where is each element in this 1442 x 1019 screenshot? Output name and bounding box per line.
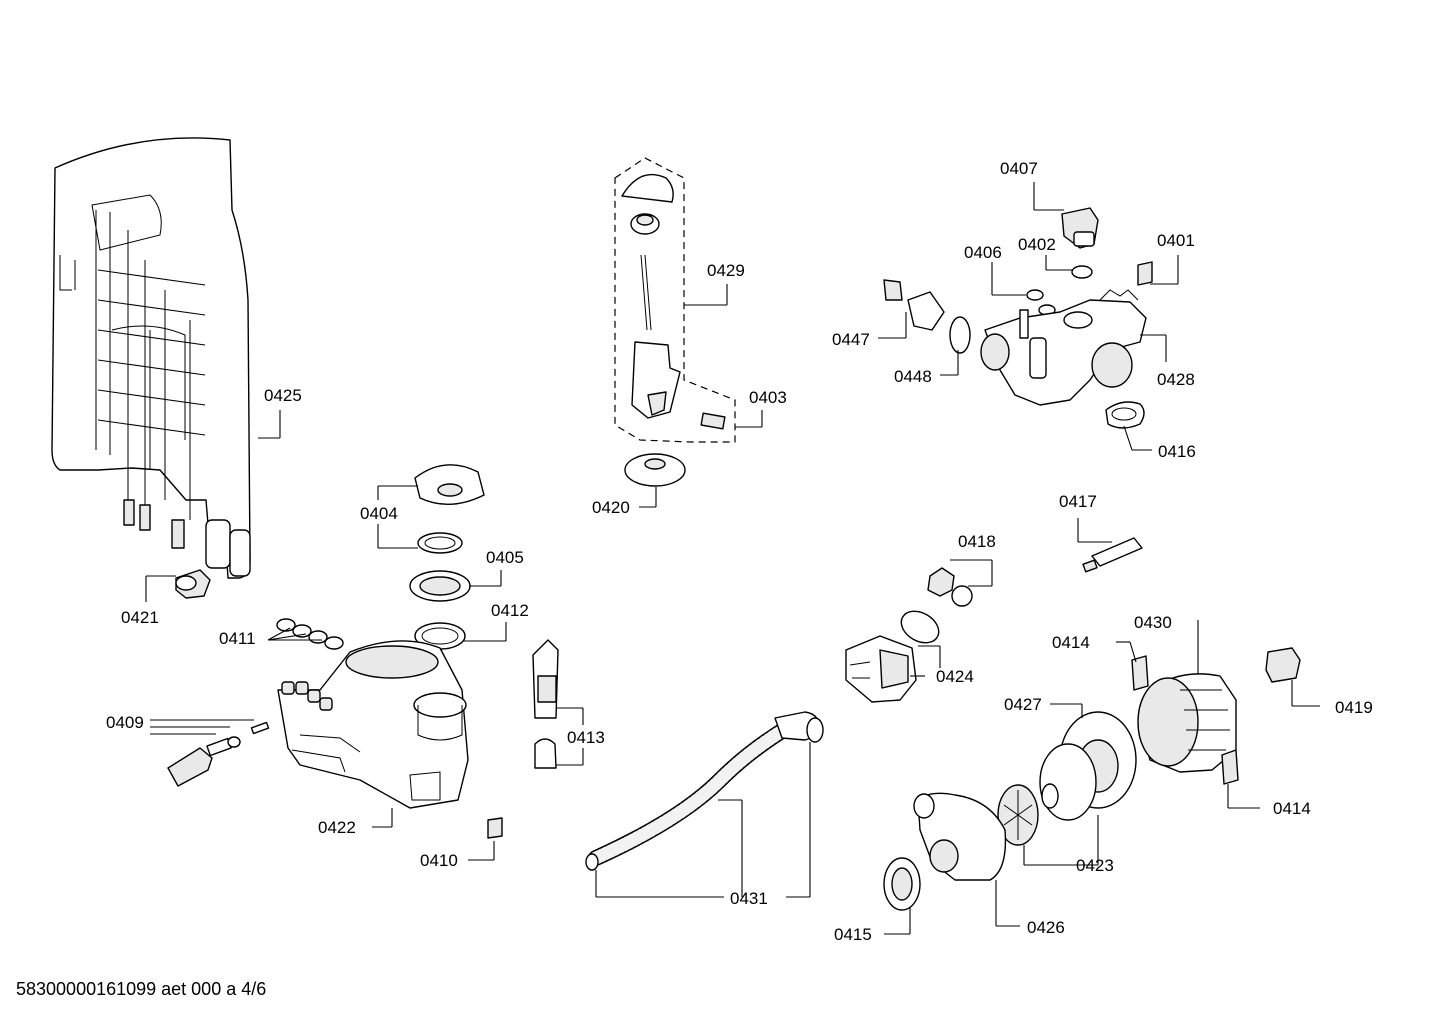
label-0418: 0418 — [958, 532, 996, 551]
part-0411-seals — [267, 618, 344, 650]
part-0414-clip-lower — [1221, 749, 1260, 809]
part-0415-seal — [883, 857, 921, 935]
part-0431-hose — [585, 711, 824, 898]
label-0422: 0422 — [318, 818, 356, 837]
part-0402-seal — [1045, 255, 1093, 279]
label-0412: 0412 — [491, 601, 529, 620]
part-0406-seals — [991, 262, 1056, 316]
label-0420: 0420 — [592, 498, 630, 517]
part-0413-sensor — [532, 639, 584, 769]
part-0422-salt-container — [277, 640, 469, 828]
part-0424-drain-pump — [845, 610, 941, 703]
part-0426-pump-housing — [913, 792, 1020, 927]
part-0407-connector — [1033, 182, 1099, 249]
label-0414a: 0414 — [1052, 633, 1090, 652]
part-0447-sensor — [878, 279, 945, 339]
part-0404-cap — [377, 464, 485, 506]
label-0417: 0417 — [1059, 492, 1097, 511]
label-0427: 0427 — [1004, 695, 1042, 714]
label-0416: 0416 — [1158, 442, 1196, 461]
label-0428: 0428 — [1157, 370, 1195, 389]
label-0431: 0431 — [730, 889, 768, 908]
part-0409-valve — [150, 719, 270, 787]
label-0414b: 0414 — [1273, 799, 1311, 818]
label-0407: 0407 — [1000, 159, 1038, 178]
label-0421: 0421 — [121, 608, 159, 627]
label-0411: 0411 — [219, 629, 256, 648]
part-labels: 0407 0402 0406 0401 0429 0447 0448 0428 … — [106, 159, 1373, 944]
label-0419: 0419 — [1335, 698, 1373, 717]
label-0425: 0425 — [264, 386, 302, 405]
label-0403: 0403 — [749, 388, 787, 407]
part-0428-heater-pump-housing — [980, 289, 1167, 406]
label-0430: 0430 — [1134, 613, 1172, 632]
label-0402: 0402 — [1018, 235, 1056, 254]
part-0401-clip — [1137, 255, 1179, 286]
label-0424: 0424 — [936, 667, 974, 686]
label-0415: 0415 — [834, 925, 872, 944]
part-0410-clip — [468, 817, 503, 861]
document-reference: 58300000161099 aet 000 a 4/6 — [16, 979, 267, 999]
label-0429: 0429 — [707, 261, 745, 280]
label-0413: 0413 — [567, 728, 605, 747]
part-0405-ring — [409, 570, 502, 602]
label-0404: 0404 — [360, 504, 398, 523]
label-0447: 0447 — [832, 330, 870, 349]
label-0410: 0410 — [420, 851, 458, 870]
part-0421-connector — [145, 569, 211, 602]
part-0412-seal — [414, 622, 507, 650]
part-0419-connector — [1265, 647, 1320, 707]
part-0414-clip-upper — [1116, 641, 1149, 691]
part-0416-clamp — [1105, 401, 1152, 451]
label-0423: 0423 — [1076, 856, 1114, 875]
part-0423-impeller-seal — [997, 743, 1099, 866]
label-0405: 0405 — [486, 548, 524, 567]
label-0406: 0406 — [964, 243, 1002, 262]
label-0426: 0426 — [1027, 918, 1065, 937]
part-0430-motor — [1137, 620, 1237, 773]
part-0417-sensor — [1077, 518, 1143, 573]
label-0401: 0401 — [1157, 231, 1195, 250]
label-0409: 0409 — [106, 713, 144, 732]
part-0404-ring — [377, 524, 463, 554]
label-0448: 0448 — [894, 367, 932, 386]
part-0425-heat-exchanger — [51, 137, 281, 579]
part-0429-float-assembly — [614, 157, 763, 443]
part-0418-fittings — [927, 559, 993, 607]
part-0420-disc — [624, 453, 686, 508]
part-0448-seal — [940, 316, 971, 376]
